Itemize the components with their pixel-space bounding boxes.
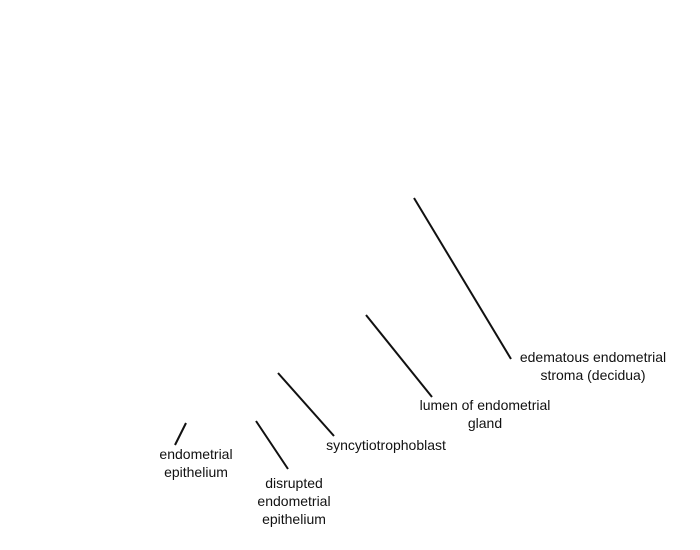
label-syncytiotrophoblast: syncytiotrophoblast [326, 437, 446, 453]
label-endometrial-epithelium: endometrial epithelium [159, 446, 233, 480]
leader-line-disrupted-epithelium [255, 420, 289, 470]
leader-line-epithelium [174, 422, 187, 446]
leader-line-lumen [365, 314, 433, 398]
leader-line-syncytiotrophoblast [277, 372, 335, 437]
label-lumen-of-endometrial-gland: lumen of endometrial gland [419, 397, 551, 431]
leader-line-stroma [413, 197, 512, 360]
label-disrupted-endometrial-epithelium: disrupted endometrial epithelium [257, 475, 331, 527]
label-edematous-endometrial-stroma: edematous endometrial stroma (decidua) [519, 349, 667, 383]
